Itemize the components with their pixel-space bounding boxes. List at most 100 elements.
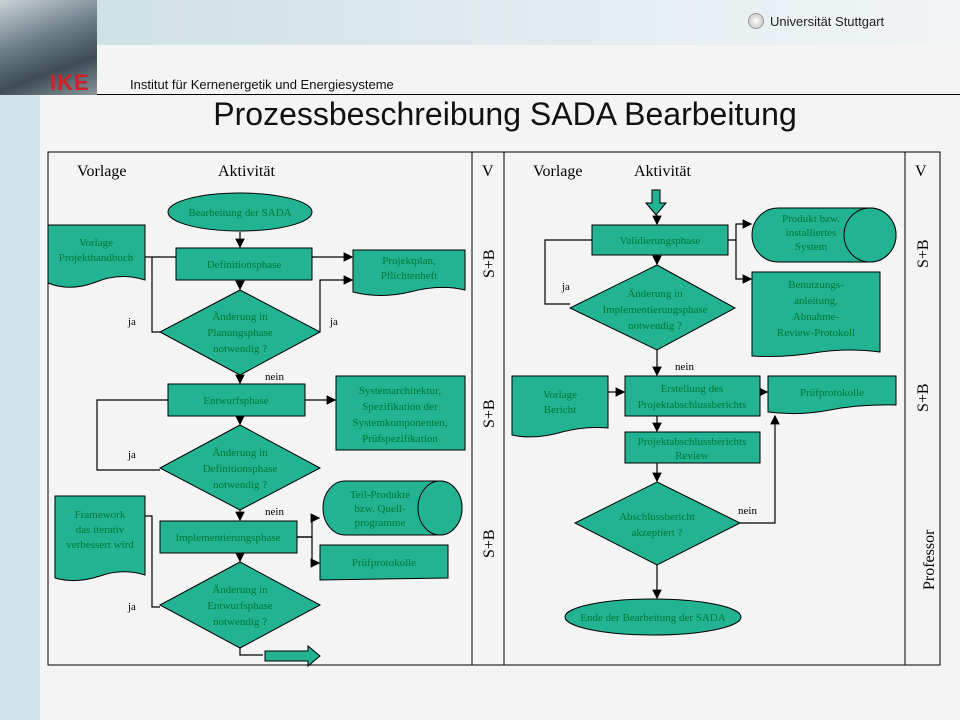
svg-text:Prüfspezifikation: Prüfspezifikation [362,433,438,445]
svg-text:Vorlage: Vorlage [543,389,577,401]
svg-text:Abschlussbericht: Abschlussbericht [619,511,695,523]
process-definitionsphase: Definitionsphase [175,247,313,281]
storage-teilprodukte: Teil-Produkte bzw. Quell- programme [322,480,463,536]
doc-pruefprotokolle-right: Prüfprotokolle [767,375,897,415]
start-terminal: Bearbeitung der SADA [167,192,313,232]
label-ja: ja [127,449,136,461]
svg-text:Validierungsphase: Validierungsphase [620,235,701,247]
doc-vorlage-bericht: Vorlage Bericht [511,375,609,438]
end-terminal: Ende der Bearbeitung der SADA [564,598,742,636]
doc-benutzungsanleitung: Benutzungs- anleitung, Abnahme- Review-P… [751,271,881,357]
label-nein: nein [265,506,284,518]
decision-planungsphase: Änderung in Planungsphase notwendig ? [158,289,322,376]
responsibility-sb: S+B [915,383,932,412]
responsibility-sb: S+B [481,249,498,278]
svg-text:Projektabschlussberichts: Projektabschlussberichts [638,436,747,448]
storage-produkt: Produkt bzw. installiertes System [751,207,897,263]
university-logo-icon [748,13,764,29]
svg-text:Review: Review [675,450,709,462]
university-name: Universität Stuttgart [770,14,885,29]
svg-text:installiertes: installiertes [786,227,837,239]
svg-text:anleitung,: anleitung, [794,295,838,307]
svg-text:Planungsphase: Planungsphase [207,327,273,339]
left-decor-strip [0,0,40,720]
decision-entwurfsphase: Änderung in Entwurfsphase notwendig ? [158,561,322,649]
doc-projektplan: Projektplan, Pflichtenheft [352,249,466,296]
process-entwurfsphase: Entwurfsphase [167,383,306,417]
decision-implementierungsphase: Änderung in Implementierungsphase notwen… [568,264,737,351]
col-header-vorlage: Vorlage [533,163,582,180]
label-nein: nein [675,361,694,373]
svg-text:programme: programme [355,517,406,529]
svg-text:Änderung in: Änderung in [627,288,683,300]
page-title: Prozessbeschreibung SADA Bearbeitung [213,96,797,132]
svg-text:Projektplan,: Projektplan, [382,255,436,267]
svg-text:Ende der Bearbeitung der SADA: Ende der Bearbeitung der SADA [580,612,725,624]
svg-text:Vorlage: Vorlage [79,237,113,249]
label-ja: ja [561,281,570,293]
svg-text:System: System [795,241,828,253]
doc-pruefprotokolle-left: Prüfprotokolle [319,544,449,581]
svg-text:Prüfprotokolle: Prüfprotokolle [800,387,864,399]
svg-text:Änderung in: Änderung in [212,447,268,459]
svg-text:Review-Protokoll: Review-Protokoll [777,327,855,339]
svg-text:Benutzungs-: Benutzungs- [788,279,844,291]
col-header-aktivitaet: Aktivität [634,163,691,180]
svg-text:Systemkomponenten,: Systemkomponenten, [352,417,447,429]
svg-text:Definitionsphase: Definitionsphase [207,259,282,271]
svg-text:Projektabschlussberichts: Projektabschlussberichts [638,399,747,411]
label-ja: ja [329,316,338,328]
process-validierungsphase: Validierungsphase [591,224,729,256]
svg-text:Projekthandbuch: Projekthandbuch [59,252,134,264]
col-header-v: V [482,163,494,180]
header-banner [97,0,960,45]
ike-logo: IKE [50,70,90,95]
connectors-left [96,232,354,656]
connectors-right [544,215,780,600]
svg-text:notwendig ?: notwendig ? [213,479,267,491]
svg-text:Teil-Produkte: Teil-Produkte [350,489,410,501]
responsibility-sb: S+B [481,529,498,558]
svg-text:Prüfprotokolle: Prüfprotokolle [352,557,416,569]
header-divider [97,94,960,95]
svg-text:Definitionsphase: Definitionsphase [203,463,278,475]
label-nein: nein [265,371,284,383]
svg-text:Produkt bzw.: Produkt bzw. [782,213,840,225]
process-review: Projektabschlussberichts Review [624,431,761,464]
responsibility-sb: S+B [915,239,932,268]
svg-text:Entwurfsphase: Entwurfsphase [207,600,272,612]
svg-text:Entwurfsphase: Entwurfsphase [203,395,268,407]
svg-text:Bericht: Bericht [544,404,576,416]
building-photo [0,0,97,95]
svg-text:Änderung in: Änderung in [212,584,268,596]
responsibility-sb: S+B [481,399,498,428]
col-header-vorlage: Vorlage [77,163,126,180]
responsibility-professor: Professor [921,529,938,590]
decision-abschlussbericht: Abschlussbericht akzeptiert ? [573,481,742,566]
svg-text:das iterativ: das iterativ [76,524,125,536]
entry-arrow-icon [644,189,668,216]
process-erstellung-bericht: Erstellung des Projektabschlussberichts [624,375,761,417]
process-implementierungsphase: Implementierungsphase [159,520,298,554]
svg-text:bzw. Quell-: bzw. Quell- [354,503,406,515]
svg-text:notwendig ?: notwendig ? [213,616,267,628]
svg-text:Pflichtenheft: Pflichtenheft [381,270,438,282]
svg-text:notwendig ?: notwendig ? [213,343,267,355]
decision-definitionsphase: Änderung in Definitionsphase notwendig ? [158,424,322,511]
label-ja: ja [127,316,136,328]
svg-text:Erstellung des: Erstellung des [661,383,724,395]
svg-text:Implementierungsphase: Implementierungsphase [602,304,707,316]
doc-systemarchitektur: Systemarchitektur, Spezifikation der Sys… [335,375,466,451]
svg-text:verbessert wird: verbessert wird [66,539,134,551]
svg-text:Spezifikation der: Spezifikation der [362,401,438,413]
svg-text:Framework: Framework [75,509,126,521]
svg-text:notwendig ?: notwendig ? [628,320,682,332]
col-header-aktivitaet: Aktivität [218,163,275,180]
svg-text:akzeptiert ?: akzeptiert ? [632,527,683,539]
diagram-frame [47,151,941,666]
doc-vorlage-projekthandbuch: Vorlage Projekthandbuch [47,224,146,288]
svg-text:Systemarchitektur,: Systemarchitektur, [359,385,442,397]
institute-name: Institut für Kernenergetik und Energiesy… [130,77,394,92]
doc-framework: Framework das iterativ verbessert wird [54,495,146,582]
